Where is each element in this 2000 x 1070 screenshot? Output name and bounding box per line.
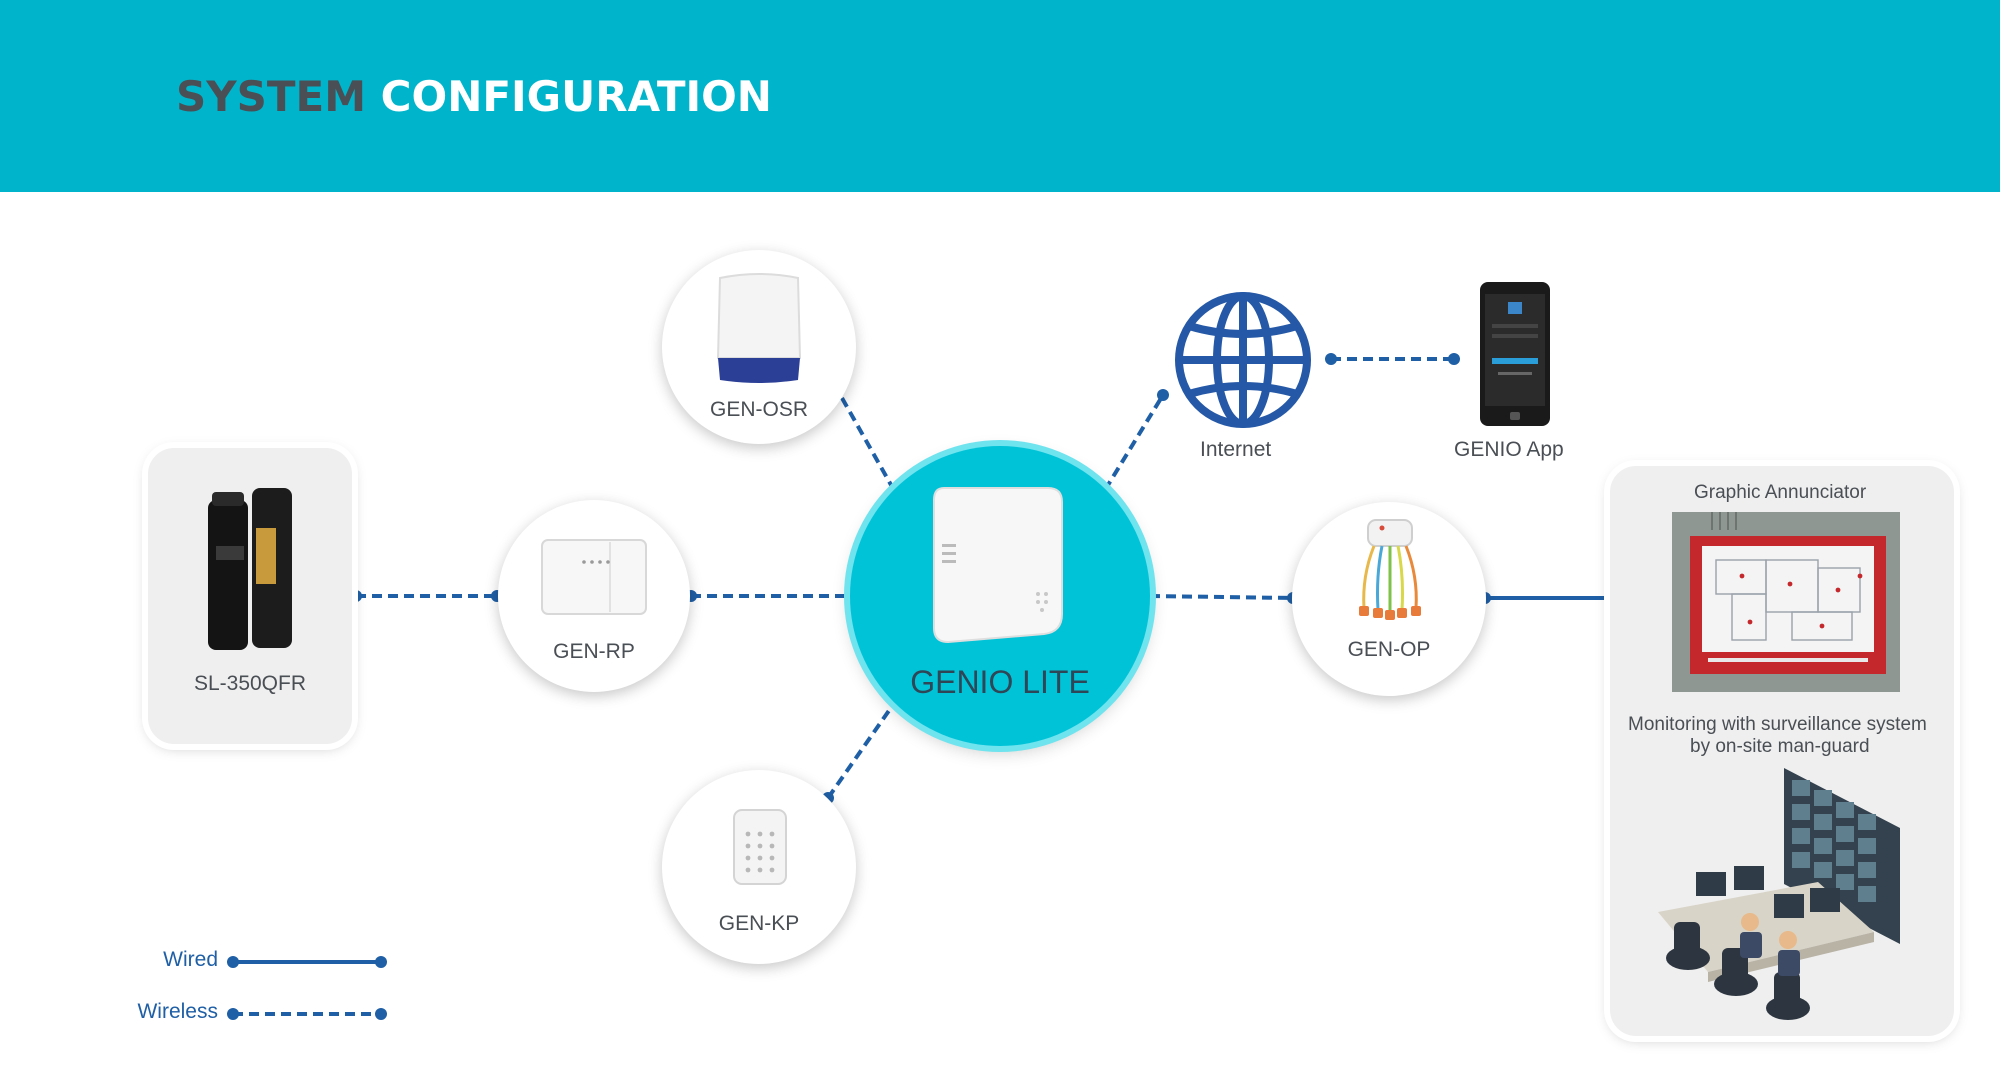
genio-app-label: GENIO App — [1454, 438, 1564, 461]
link-dot — [1325, 353, 1337, 365]
sensor-card: SL-350QFR — [148, 448, 352, 744]
gen-rp-label: GEN-RP — [553, 640, 635, 663]
gen-osr-label: GEN-OSR — [709, 398, 808, 421]
siren-icon — [716, 273, 802, 383]
smartphone-icon — [1480, 282, 1550, 426]
legend-dot — [227, 956, 239, 968]
link-osr-hub — [840, 397, 897, 493]
surveillance-label-line2: by on-site man-guard — [1690, 736, 1870, 757]
link-hub-op — [1149, 594, 1294, 600]
legend-dot — [375, 956, 387, 968]
title-part-2: CONFIGURATION — [380, 72, 772, 121]
gen-op-label: GEN-OP — [1347, 638, 1431, 661]
node-gen-rp: GEN-RP — [498, 500, 690, 692]
gen-kp-label: GEN-KP — [718, 912, 800, 935]
node-gen-osr: GEN-OSR — [662, 250, 856, 444]
title-part-1: SYSTEM — [176, 72, 367, 121]
repeater-icon — [541, 539, 647, 615]
control-panel-icon — [933, 487, 1063, 644]
legend-dot — [227, 1008, 239, 1020]
annunciator-label: Graphic Annunciator — [1694, 482, 1867, 503]
sensor-label: SL-350QFR — [193, 672, 307, 695]
internet-label: Internet — [1200, 438, 1272, 461]
legend-dot — [375, 1008, 387, 1020]
hub-label: GENIO LITE — [910, 664, 1090, 700]
legend-wireless-label: Wireless — [137, 1000, 218, 1023]
monitoring-card: Graphic Annunciator Monitoring with surv… — [1610, 466, 1954, 1036]
hub-genio-lite: GENIO LITE — [850, 446, 1150, 746]
page-title: SYSTEM CONFIGURATION — [176, 72, 772, 121]
keypad-icon — [733, 809, 787, 885]
beam-sensor-icon — [208, 488, 292, 650]
link-dot — [1448, 353, 1460, 365]
output-module-icon — [1359, 519, 1421, 620]
annunciator-panel-icon — [1672, 512, 1900, 692]
globe-icon — [1175, 292, 1311, 428]
link-hub-internet — [1103, 393, 1165, 492]
legend-wired-label: Wired — [163, 948, 218, 971]
link-dot — [350, 590, 362, 602]
node-gen-kp: GEN-KP — [662, 770, 856, 964]
node-gen-op: GEN-OP — [1292, 502, 1486, 696]
link-kp-hub — [826, 700, 897, 800]
control-room-illustration — [1658, 768, 1900, 1020]
header-banner: SYSTEM CONFIGURATION — [0, 0, 2000, 192]
link-dot — [1157, 389, 1169, 401]
surveillance-label-line1: Monitoring with surveillance system — [1628, 714, 1927, 735]
